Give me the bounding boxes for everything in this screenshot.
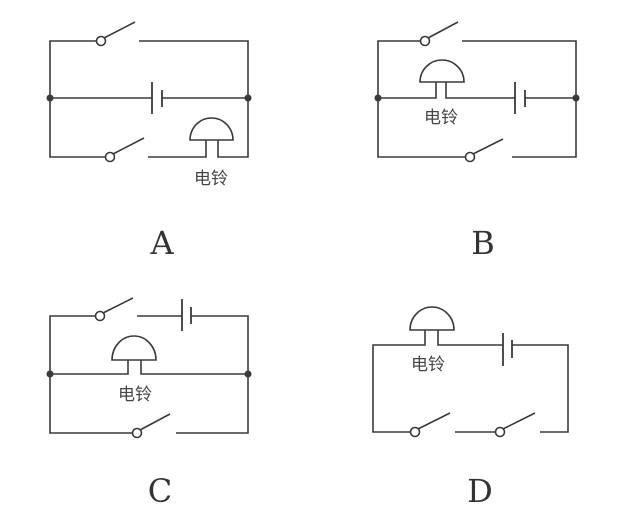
circuit-c: 电铃 C [46,297,252,510]
switch-icon [94,297,134,322]
circuit-d: 电铃 D [372,306,569,510]
switch-icon [464,138,504,163]
switch-icon [131,413,171,439]
option-label-d: D [467,472,493,510]
electric-bell-icon [189,117,234,141]
battery-icon [502,333,513,366]
circuit-a: 电铃 A [46,21,252,262]
switch-icon [494,412,536,438]
junction-dot [244,370,252,378]
switch-icon [409,412,451,438]
junction-dot [374,94,382,102]
bell-label: 电铃 [424,108,458,128]
junction-dot [572,94,580,102]
bell-label: 电铃 [194,169,228,189]
electric-bell-icon [409,306,455,331]
junction-dot [46,370,54,378]
electric-bell-icon [111,335,157,361]
junction-dot [244,94,252,102]
battery-icon [514,82,526,114]
switch-icon [95,21,136,47]
battery-icon [151,82,163,114]
circuit-b: 电铃 B [374,21,580,262]
junction-dot [46,94,54,102]
switch-icon [104,137,145,163]
option-label-c: C [148,472,172,510]
electric-bell-icon [419,59,465,83]
bell-label: 电铃 [118,385,152,405]
switch-icon [419,21,459,47]
option-label-b: B [471,224,495,262]
battery-icon [181,299,192,331]
bell-label: 电铃 [411,355,445,375]
option-label-a: A [149,224,174,262]
